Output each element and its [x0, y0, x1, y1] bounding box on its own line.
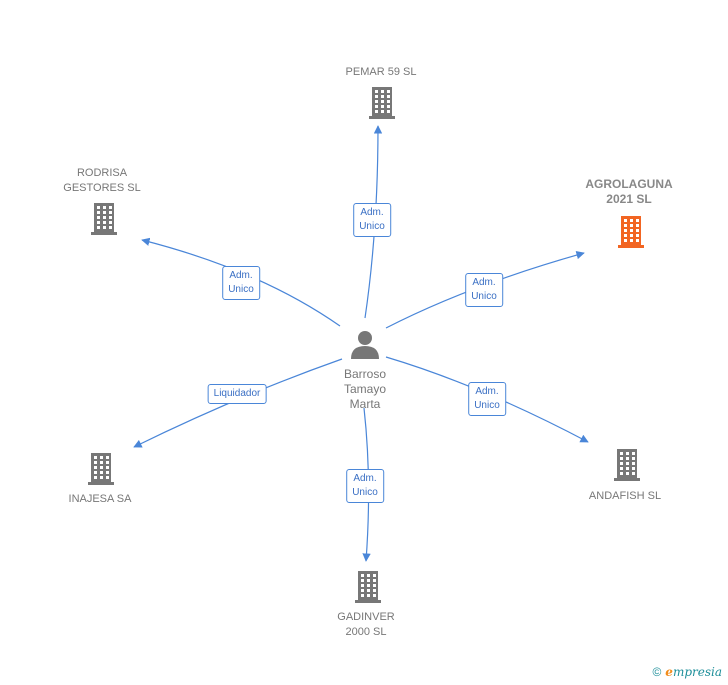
person-name-label[interactable]: Barroso Tamayo Marta [343, 367, 387, 411]
company-label-gadinver[interactable]: GADINVER 2000 SL [337, 611, 395, 638]
company-label-agrolaguna[interactable]: AGROLAGUNA 2021 SL [585, 177, 673, 206]
copyright-symbol: © [652, 665, 662, 679]
brand-logo-e: e [665, 665, 673, 679]
company-label-rodrisa[interactable]: RODRISA GESTORES SL [63, 167, 141, 194]
edge-label-pemar: Adm. Unico [353, 203, 391, 237]
edge-label-rodrisa: Adm. Unico [222, 266, 260, 300]
person-icon [351, 331, 379, 359]
edge-label-gadinver: Adm. Unico [346, 469, 384, 503]
edge-label-agrolaguna: Adm. Unico [465, 273, 503, 307]
brand-logo-text: mpresia [672, 665, 722, 679]
company-label-inajesa[interactable]: INAJESA SA [68, 493, 132, 505]
building-icon-agrolaguna [618, 216, 644, 248]
building-icon-gadinver [355, 571, 381, 603]
building-icon-inajesa [88, 453, 114, 485]
footer-brand: © empresia [652, 665, 722, 679]
building-icon-rodrisa [91, 203, 117, 235]
edge-label-andafish: Adm. Unico [468, 382, 506, 416]
building-icon-andafish [614, 449, 640, 481]
building-icon-pemar [369, 87, 395, 119]
company-label-pemar[interactable]: PEMAR 59 SL [345, 66, 417, 78]
edge-label-inajesa: Liquidador [207, 384, 267, 404]
company-label-andafish[interactable]: ANDAFISH SL [588, 490, 662, 502]
